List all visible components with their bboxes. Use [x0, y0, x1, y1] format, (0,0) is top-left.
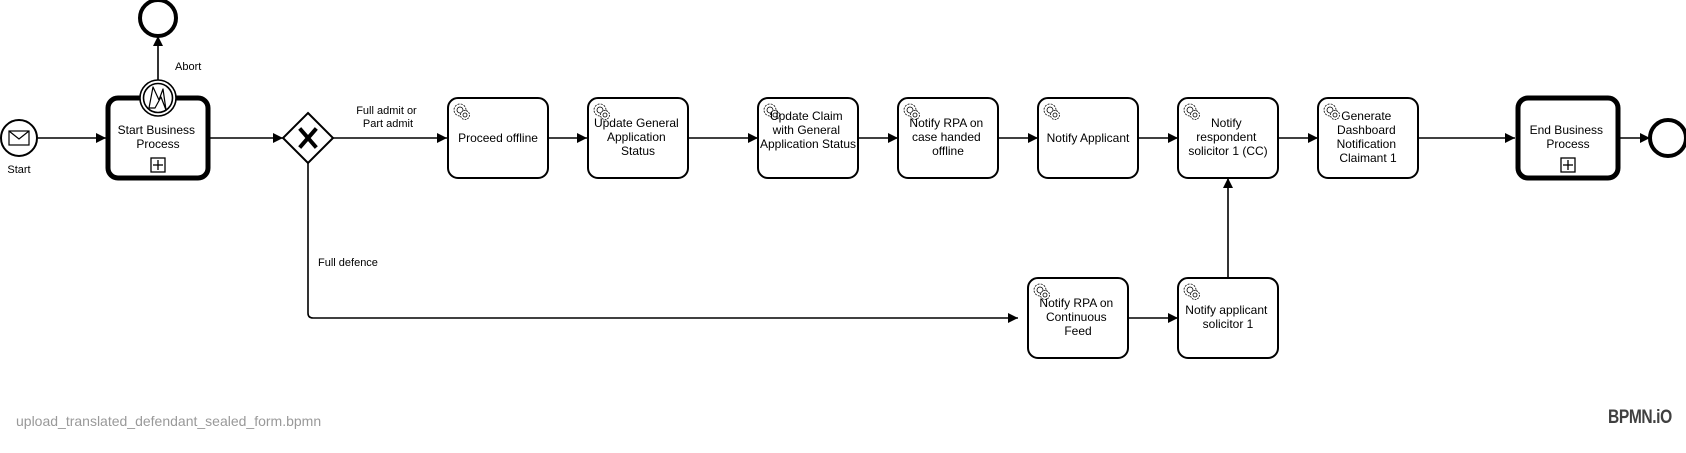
end-event[interactable]: [1648, 118, 1686, 158]
plus-box-icon: [150, 157, 166, 173]
task-notify-rpa-offline[interactable]: Notify RPA on case handed offline: [897, 97, 999, 179]
start-event[interactable]: [0, 119, 38, 157]
svg-text:Notify applicant solicit: Notify applicant solicitor 1: [1185, 303, 1270, 331]
abort-end-event[interactable]: [138, 0, 178, 38]
svg-text:Notify respondent: Notify respondent solicitor 1 (CC): [1188, 116, 1267, 158]
flow-label-full-admit: Full admit or Part admit: [356, 105, 420, 130]
task-notify-applicant[interactable]: Notify Applicant: [1037, 97, 1139, 179]
svg-text:Notify Applicant: Notify Applicant: [1047, 131, 1130, 145]
sequence-flows: [38, 36, 1650, 323]
task-update-claim-ga-status[interactable]: Update Claim with General Application St…: [757, 97, 859, 179]
svg-text:Proceed offline: Proceed offline: [458, 131, 538, 145]
abort-boundary-label: Abort: [175, 61, 201, 73]
envelope-icon: [8, 130, 30, 146]
end-business-process-label: End Business Process: [1530, 123, 1607, 151]
task-notify-rpa-feed[interactable]: Notify RPA on Continuous Feed: [1027, 277, 1129, 359]
task-notify-respondent-cc[interactable]: Notify respondent solicitor 1 (CC): [1177, 97, 1279, 179]
task-update-ga-status[interactable]: Update General Application Status: [587, 97, 689, 179]
svg-text:Update General Applicati: Update General Application Status: [594, 116, 682, 158]
x-marker-icon: [298, 127, 318, 149]
start-business-process[interactable]: Start Business Process: [105, 95, 211, 181]
start-event-label: Start: [7, 164, 30, 176]
start-business-process-label: Start Business Process: [118, 123, 199, 151]
abort-boundary-event[interactable]: [139, 79, 177, 117]
flow-label-full-defence: Full defence: [318, 257, 378, 269]
end-business-process[interactable]: End Business Process: [1515, 95, 1621, 181]
svg-text:Notify RPA on case hande: Notify RPA on case handed offline: [909, 116, 986, 158]
bpmn-io-logo[interactable]: BPMN.iO: [1608, 407, 1672, 428]
svg-text:Update Claim with Genera: Update Claim with General Application St…: [760, 109, 856, 151]
task-proceed-offline[interactable]: Proceed offline: [447, 97, 549, 179]
flow-gateway-full-defence[interactable]: [307, 163, 1018, 323]
file-name: upload_translated_defendant_sealed_form.…: [16, 413, 322, 429]
plus-box-icon: [1560, 157, 1576, 173]
exclusive-gateway[interactable]: [281, 111, 335, 165]
svg-text:Generate Dashboard: Generate Dashboard Notification Claimant…: [1337, 109, 1400, 165]
svg-text:Notify RPA on Continuous: Notify RPA on Continuous Feed: [1039, 296, 1116, 338]
lightning-icon: [148, 86, 167, 111]
task-generate-dashboard[interactable]: Generate Dashboard Notification Claimant…: [1317, 97, 1419, 179]
task-notify-applicant-solicitor[interactable]: Notify applicant solicitor 1: [1177, 277, 1279, 359]
